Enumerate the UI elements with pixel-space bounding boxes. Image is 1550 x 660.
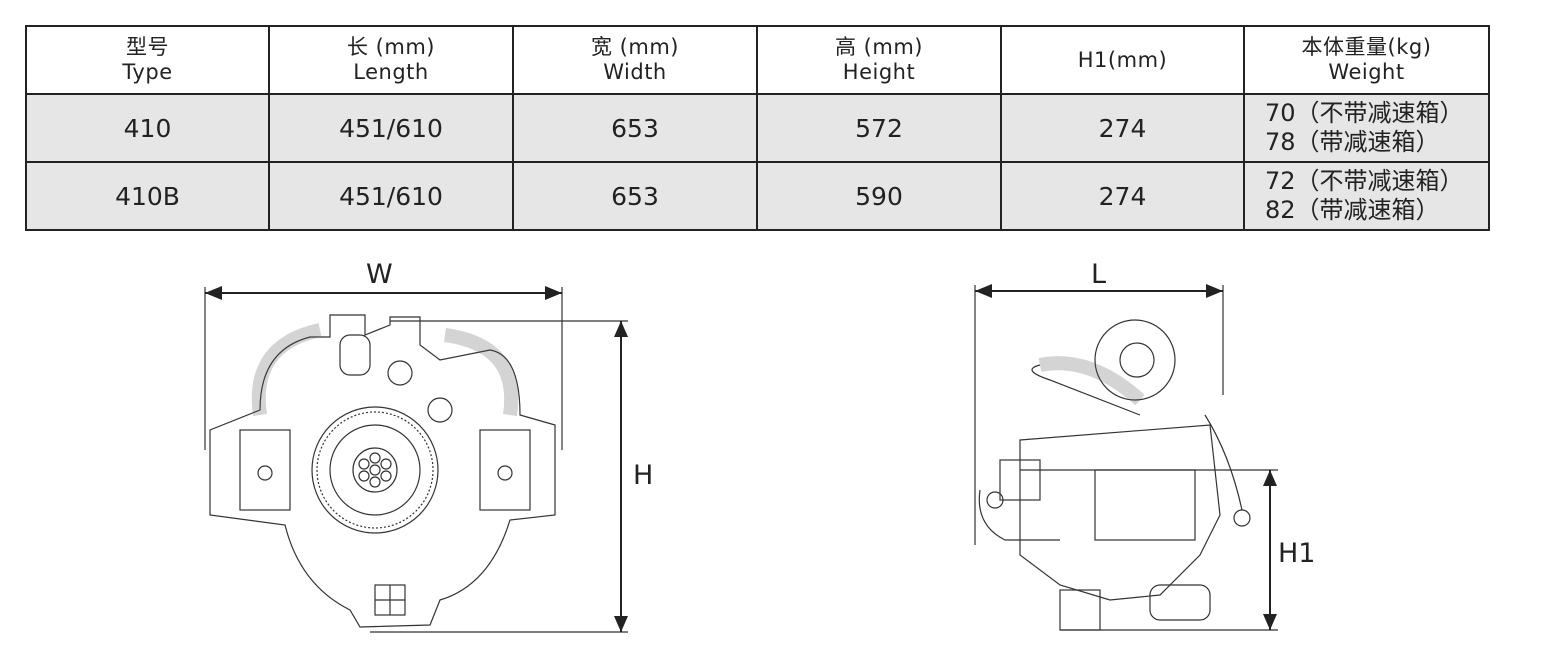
header-length: 长 (mm) Length	[268, 25, 514, 95]
header-type: 型号 Type	[25, 25, 270, 95]
cell-weight: 70（不带减速箱） 78（带减速箱）	[1243, 93, 1490, 163]
width-dimension-label: W	[366, 259, 393, 290]
cell-length: 451/610	[268, 161, 514, 231]
cell-h1: 274	[1000, 93, 1245, 163]
header-weight: 本体重量(kg) Weight	[1243, 25, 1490, 95]
spec-table: 型号 Type 长 (mm) Length 宽 (mm) Width 高 (mm…	[25, 25, 1490, 231]
cell-length: 451/610	[268, 93, 514, 163]
cell-height: 590	[756, 161, 1002, 231]
header-height: 高 (mm) Height	[756, 25, 1002, 95]
table-row: 410B 451/610 653 590 274 72（不带减速箱） 82（带减…	[25, 161, 1490, 231]
table-header-row: 型号 Type 长 (mm) Length 宽 (mm) Width 高 (mm…	[25, 25, 1490, 95]
cell-width: 653	[512, 161, 758, 231]
engine-front-view-drawing: W H	[190, 255, 670, 655]
table-row: 410 451/610 653 572 274 70（不带减速箱） 78（带减速…	[25, 93, 1490, 163]
engine-side-view-icon	[974, 284, 1278, 631]
h1-dimension-label: H1	[1278, 538, 1316, 569]
cell-width: 653	[512, 93, 758, 163]
engine-front-view-icon	[204, 286, 628, 633]
height-dimension-label: H	[633, 460, 654, 491]
header-h1: H1(mm)	[1000, 25, 1245, 95]
cell-type: 410B	[25, 161, 270, 231]
cell-h1: 274	[1000, 161, 1245, 231]
cell-type: 410	[25, 93, 270, 163]
length-dimension-label: L	[1091, 259, 1107, 290]
header-width: 宽 (mm) Width	[512, 25, 758, 95]
cell-height: 572	[756, 93, 1002, 163]
cell-weight: 72（不带减速箱） 82（带减速箱）	[1243, 161, 1490, 231]
engine-side-view-drawing: L H1	[960, 255, 1340, 655]
